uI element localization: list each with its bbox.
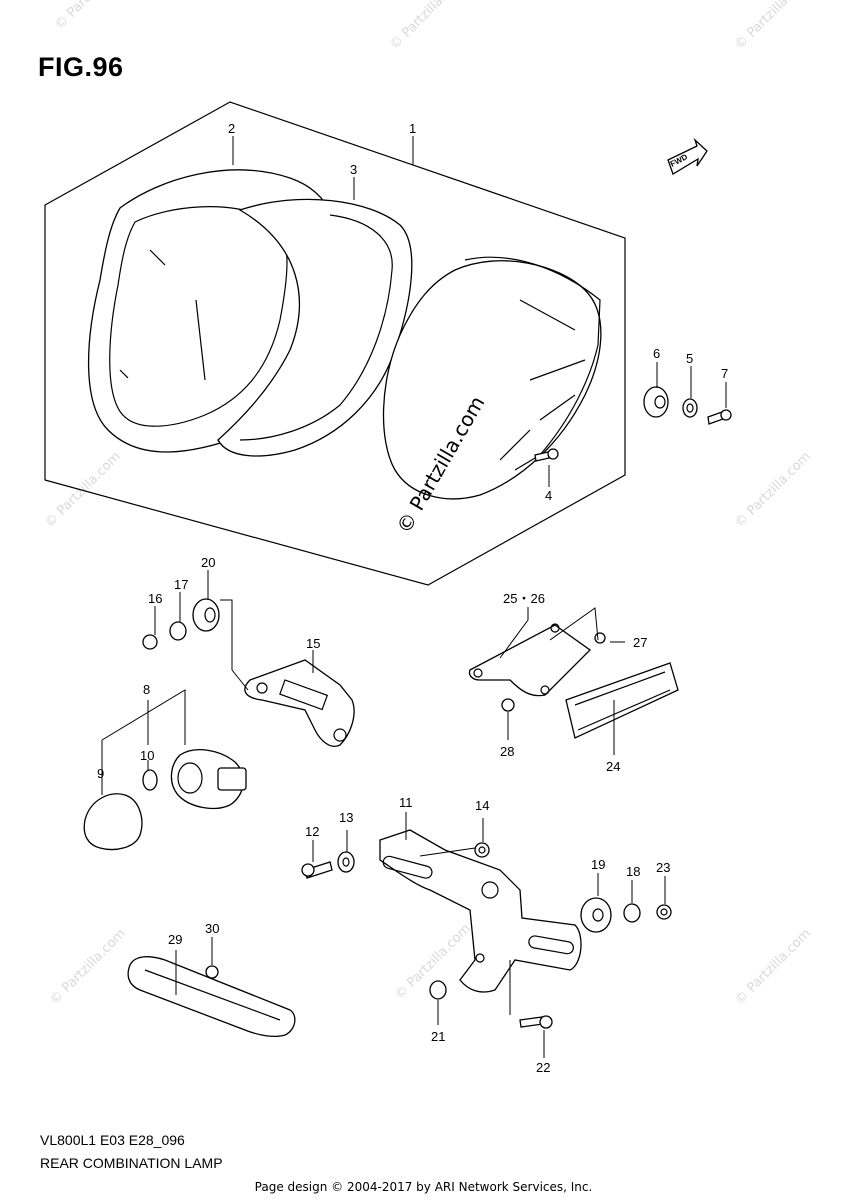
bolt-part: [519, 1015, 553, 1029]
callout-10: 10: [140, 748, 154, 763]
callout-8: 8: [143, 682, 150, 697]
callout-2: 2: [228, 121, 235, 136]
callout-18: 18: [626, 864, 640, 879]
callout-9: 9: [97, 766, 104, 781]
callout-5: 5: [686, 351, 693, 366]
lamp-housing-part: [382, 256, 602, 500]
grommet-part: [580, 897, 612, 933]
callout-19: 19: [591, 857, 605, 872]
assembly-outline: [44, 101, 626, 586]
callout-23: 23: [656, 860, 670, 875]
callout-17: 17: [174, 577, 188, 592]
figure-caption: REAR COMBINATION LAMP: [40, 1155, 223, 1171]
reflector-bracket-part: [468, 623, 679, 739]
gasket-part: [217, 198, 413, 457]
bolt-part: [301, 861, 333, 879]
fwd-arrow-icon: FWD: [667, 137, 708, 175]
callout-3: 3: [350, 162, 357, 177]
callout-7: 7: [721, 366, 728, 381]
callout-15: 15: [306, 636, 320, 651]
callout-20: 20: [201, 555, 215, 570]
callout-11: 11: [399, 795, 413, 810]
callout-27: 27: [633, 635, 647, 650]
callout-1: 1: [409, 121, 416, 136]
washer-part: [682, 398, 698, 418]
watermark: © Partzilla.com: [47, 926, 129, 1008]
cap-part: [429, 980, 447, 1000]
callout-29: 29: [168, 932, 182, 947]
callout-16: 16: [148, 591, 162, 606]
callout-28: 28: [500, 744, 514, 759]
watermark: © Partzilla.com: [732, 449, 814, 531]
callout-24: 24: [606, 759, 620, 774]
screw-part: [707, 409, 732, 425]
nut-part: [474, 842, 490, 858]
page-footer: Page design © 2004-2017 by ARI Network S…: [254, 1180, 593, 1194]
callout-13: 13: [339, 810, 353, 825]
collar-part: [623, 903, 641, 923]
nut-part: [656, 904, 672, 920]
callout-21: 21: [431, 1029, 445, 1044]
watermark: © Partzilla.com: [732, 0, 814, 53]
watermark: © Partzilla.com: [387, 0, 469, 53]
washer-part: [337, 851, 355, 873]
model-code: VL800L1 E03 E28_096: [40, 1132, 185, 1148]
callout-30: 30: [205, 921, 219, 936]
side-reflector-part: [127, 956, 296, 1037]
callout-6: 6: [653, 346, 660, 361]
grommet-part: [643, 386, 669, 418]
watermark: © Partzilla.com: [52, 0, 134, 33]
license-bracket-part: [379, 829, 582, 993]
callout-14: 14: [475, 798, 489, 813]
callout-4: 4: [545, 488, 552, 503]
leader-lines: [101, 136, 727, 1058]
callout-22: 22: [536, 1060, 550, 1075]
callout-12: 12: [305, 824, 319, 839]
callouts: 1 2 3 4 5 6 7 8 9 10 11 12 13 14 15 16 1…: [97, 121, 728, 1075]
watermark: © Partzilla.com: [732, 926, 814, 1008]
turn-signal-part: [83, 598, 355, 851]
screw-part: [534, 448, 559, 462]
callout-25-26: 25・26: [503, 591, 545, 606]
figure-title: FIG.96: [38, 52, 124, 82]
nut-part: [205, 965, 219, 979]
